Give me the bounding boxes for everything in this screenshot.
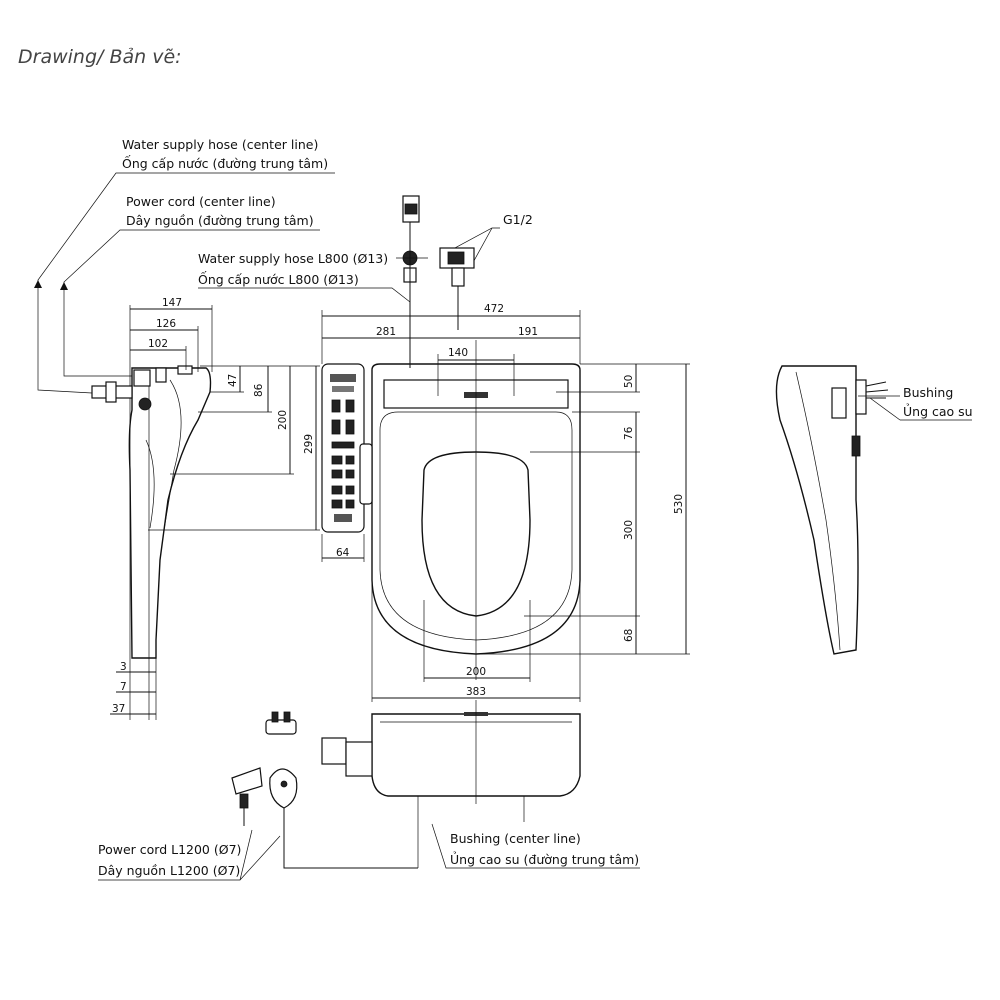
power-plugs [231, 711, 418, 869]
dim-140: 140 [448, 347, 468, 359]
callout-water-hose-center: Water supply hose (center line) Ống cấp … [34, 137, 335, 394]
bushing-center-label-vi: Ủng cao su (đường trung tâm) [450, 851, 639, 867]
power-cord-center-label-en: Power cord (center line) [126, 194, 276, 209]
dim-68: 68 [623, 629, 635, 642]
callout-power-cord-center: Power cord (center line) Dây nguồn (đườn… [60, 194, 320, 377]
dim-102: 102 [148, 338, 168, 350]
bushing-center-label-en: Bushing (center line) [450, 831, 581, 846]
callout-water-hose-l800: Water supply hose L800 (Ø13) Ống cấp nướ… [198, 251, 411, 303]
bushing-side-label-en: Bushing [903, 385, 953, 400]
dim-47: 47 [227, 374, 239, 387]
dim-200-width: 200 [466, 666, 486, 678]
page-title: Drawing/ Bản vẽ: [18, 46, 182, 68]
dim-126: 126 [156, 318, 176, 330]
dim-300: 300 [623, 520, 635, 540]
dim-472: 472 [484, 303, 504, 315]
dim-383: 383 [466, 686, 486, 698]
callout-bushing-center: Bushing (center line) Ủng cao su (đường … [431, 823, 640, 869]
water-hose-center-label-en: Water supply hose (center line) [122, 137, 318, 152]
dim-147: 147 [162, 297, 182, 309]
dim-200: 200 [277, 410, 289, 430]
dim-299: 299 [303, 434, 315, 454]
dim-281: 281 [376, 326, 396, 338]
bushing-side-label-vi: Ủng cao su [903, 403, 973, 419]
power-cord-l1200-label-en: Power cord L1200 (Ø7) [98, 842, 241, 857]
callout-power-cord-l1200: Power cord L1200 (Ø7) Dây nguồn L1200 (Ø… [98, 829, 281, 881]
thread-size-label: G1/2 [503, 212, 533, 227]
front-view-bottom [321, 700, 581, 868]
top-view-dimensions: 472 281 191 140 50 76 300 68 530 200 383 [321, 303, 690, 702]
side-view-left [91, 305, 212, 720]
side-view-right: Bushing Ủng cao su [775, 365, 973, 655]
top-view-seat [359, 340, 581, 680]
callout-thread-size: G1/2 [439, 212, 533, 269]
dim-3: 3 [120, 661, 127, 673]
water-fittings [396, 195, 475, 368]
dim-50: 50 [623, 375, 635, 388]
dim-86: 86 [253, 383, 265, 397]
dim-7: 7 [120, 681, 127, 693]
remote-control: 64 [321, 363, 365, 562]
dim-76: 76 [623, 426, 635, 440]
dim-530: 530 [673, 494, 685, 514]
water-hose-center-label-vi: Ống cấp nước (đường trung tâm) [122, 155, 328, 171]
water-hose-l800-label-en: Water supply hose L800 (Ø13) [198, 251, 388, 266]
water-hose-l800-label-vi: Ống cấp nước L800 (Ø13) [198, 271, 359, 287]
power-cord-center-label-vi: Dây nguồn (đường trung tâm) [126, 213, 314, 228]
power-cord-l1200-label-vi: Dây nguồn L1200 (Ø7) [98, 863, 240, 878]
dim-37: 37 [112, 703, 125, 715]
side-view-dimensions: 147 126 102 47 86 200 299 3 7 37 [110, 297, 320, 715]
dim-64: 64 [336, 547, 350, 559]
dim-191: 191 [518, 326, 538, 338]
